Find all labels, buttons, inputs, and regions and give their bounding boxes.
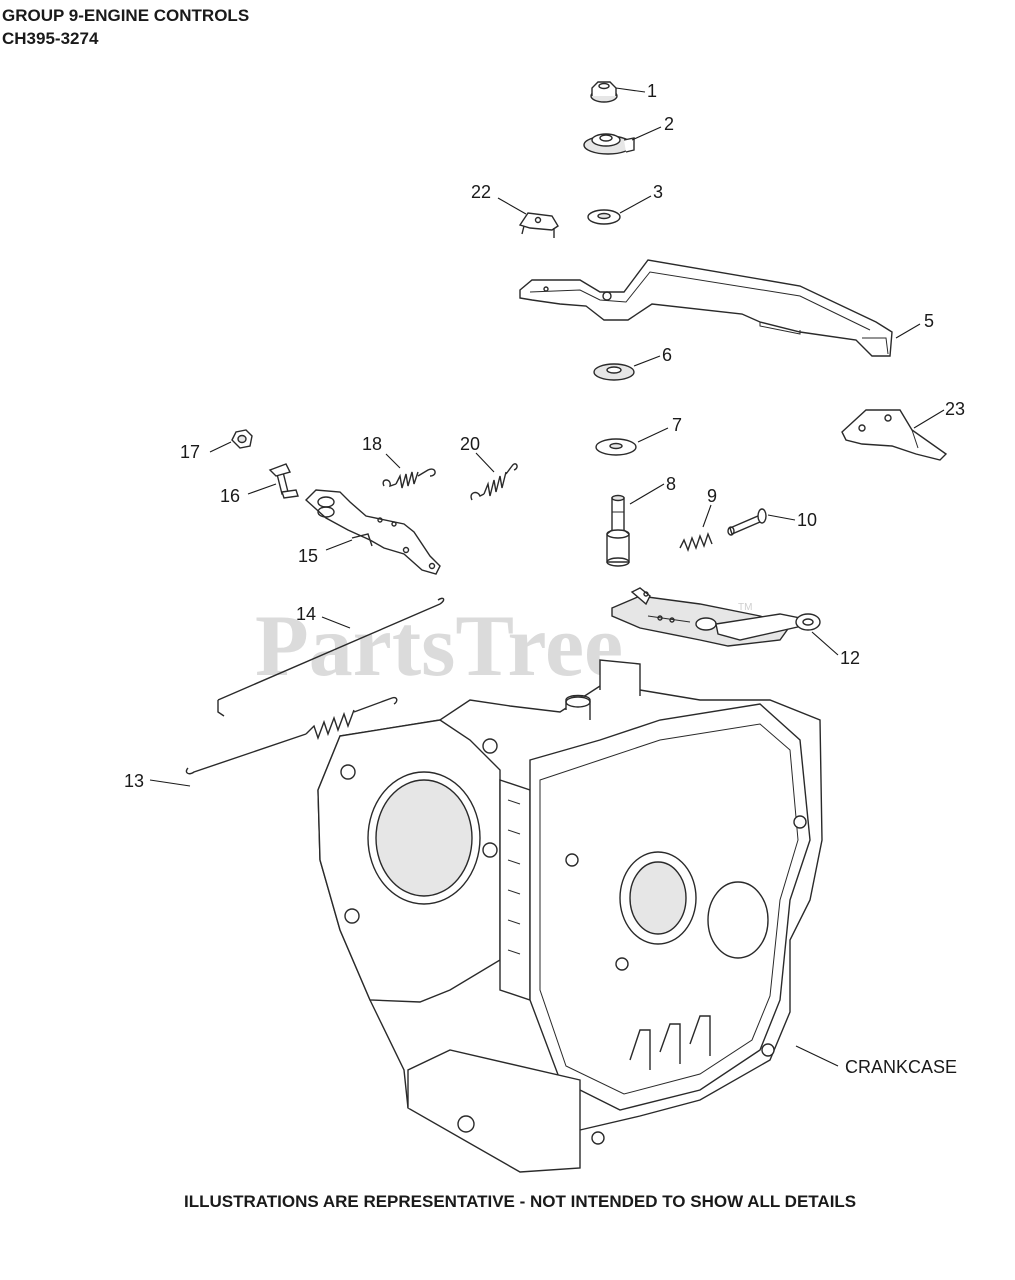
- part-22-clip[interactable]: [518, 212, 559, 238]
- callout-10: 10: [797, 510, 817, 530]
- part-14-governor-rod[interactable]: [217, 597, 445, 717]
- callout-7: 7: [672, 415, 682, 435]
- part-23-bracket[interactable]: [841, 409, 948, 461]
- part-18-spring[interactable]: [382, 468, 436, 489]
- part-7-washer[interactable]: [595, 438, 637, 456]
- part-2-bushing[interactable]: [583, 133, 635, 155]
- part-8-governor-shaft[interactable]: [606, 494, 630, 567]
- part-9-spring[interactable]: [679, 531, 713, 553]
- part-13-governor-spring[interactable]: [185, 696, 398, 775]
- callout-12: 12: [840, 648, 860, 668]
- callout-16: 16: [220, 486, 240, 506]
- diagram-title: GROUP 9-ENGINE CONTROLS: [2, 6, 250, 25]
- part-20-spring[interactable]: [470, 463, 518, 501]
- part-6-washer[interactable]: [593, 363, 635, 381]
- callout-14: 14: [296, 604, 316, 624]
- callout-15: 15: [298, 546, 318, 566]
- part-5-control-lever[interactable]: [519, 259, 893, 357]
- callout-crankcase: CRANKCASE: [845, 1057, 957, 1077]
- callout-9: 9: [707, 486, 717, 506]
- callout-22: 22: [471, 182, 491, 202]
- part-12-governor-lever[interactable]: [611, 587, 821, 647]
- part-10-pin[interactable]: [727, 508, 767, 536]
- model-number: CH395-3274: [2, 29, 99, 48]
- disclaimer-footer: ILLUSTRATIONS ARE REPRESENTATIVE - NOT I…: [184, 1192, 857, 1211]
- callout-18: 18: [362, 434, 382, 454]
- part-1-nut[interactable]: [590, 81, 618, 103]
- part-17-nut[interactable]: [231, 429, 253, 449]
- callout-1: 1: [647, 81, 657, 101]
- watermark: PartsTree: [255, 598, 623, 695]
- crankcase[interactable]: [317, 659, 823, 1173]
- callout-8: 8: [666, 474, 676, 494]
- callout-17: 17: [180, 442, 200, 462]
- callout-2: 2: [664, 114, 674, 134]
- part-16-stud[interactable]: [268, 463, 299, 499]
- callout-20: 20: [460, 434, 480, 454]
- callout-23: 23: [945, 399, 965, 419]
- watermark-tm: TM: [738, 602, 752, 613]
- part-15-throttle-lever[interactable]: [304, 489, 441, 575]
- callout-5: 5: [924, 311, 934, 331]
- callout-3: 3: [653, 182, 663, 202]
- part-3-washer[interactable]: [587, 209, 621, 225]
- callout-6: 6: [662, 345, 672, 365]
- callout-13: 13: [124, 771, 144, 791]
